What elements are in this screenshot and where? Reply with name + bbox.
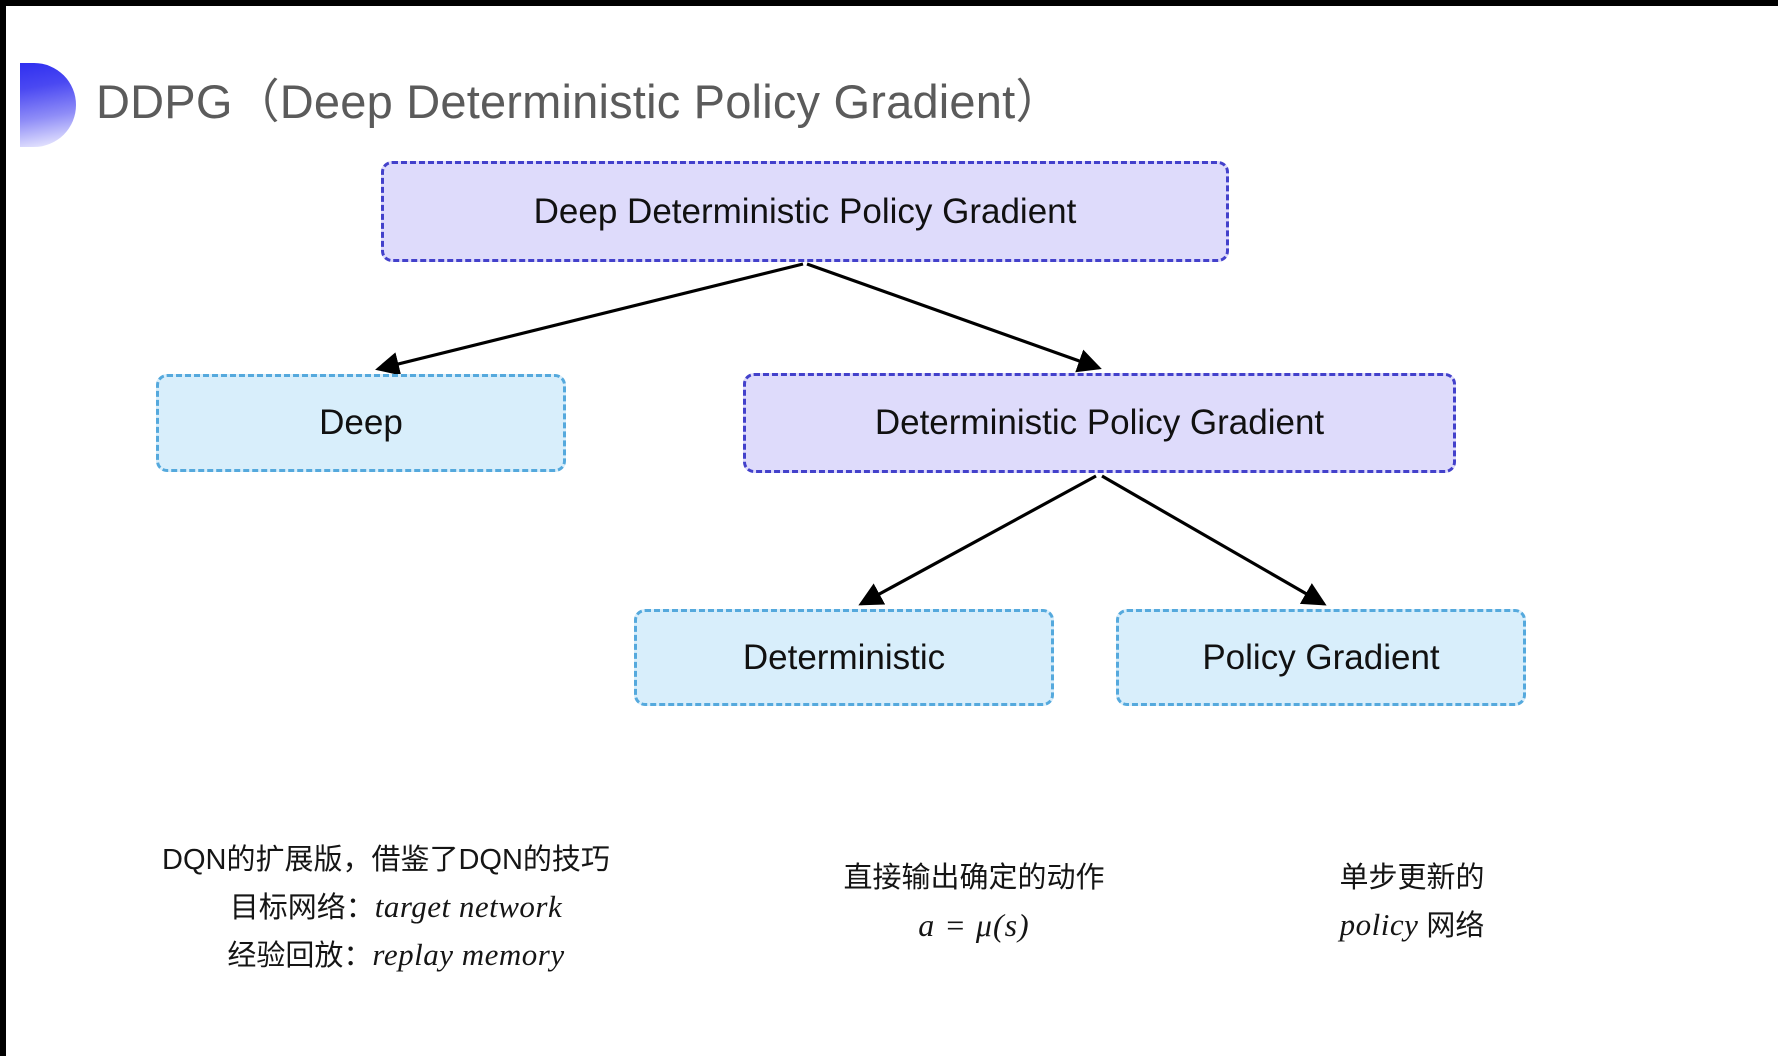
annotation-deep-line2: 目标网络：target network (126, 883, 646, 931)
node-deep-deterministic-policy-gradient[interactable]: Deep Deterministic Policy Gradient (381, 161, 1229, 262)
annotation-deep-line2-label: 目标网络： (229, 891, 375, 924)
annotation-policy-gradient-line1: 单步更新的 (1339, 862, 1485, 894)
annotation-deep-line3-label: 经验回放： (227, 939, 373, 972)
node-deep[interactable]: Deep (156, 374, 566, 472)
annotation-deep-line3-term: replay memory (372, 936, 565, 972)
annotation-policy-gradient: 单步更新的 policy 网络 (1202, 856, 1622, 949)
annotation-deep-line3: 经验回放：replay memory (126, 931, 646, 979)
annotation-deep: DQN的扩展版，借鉴了DQN的技巧 目标网络：target network 经验… (126, 838, 646, 979)
accent-semicircle-icon (20, 63, 76, 147)
annotation-policy-gradient-line2: policy 网络 (1202, 901, 1622, 949)
slide-canvas: DDPG（Deep Deterministic Policy Gradient）… (6, 6, 1778, 1056)
node-policy-gradient[interactable]: Policy Gradient (1116, 609, 1526, 706)
annotation-policy-gradient-tail: 网络 (1418, 909, 1485, 942)
annotation-deterministic: 直接输出确定的动作 a = μ(s) (724, 856, 1224, 951)
edge-root-dpg (806, 262, 1102, 373)
annotation-deep-line1: DQN的扩展版，借鉴了DQN的技巧 (162, 844, 610, 876)
annotation-deterministic-line1: 直接输出确定的动作 (843, 862, 1105, 894)
edge-dpg-deterministic (858, 474, 1097, 606)
node-deterministic-policy-gradient[interactable]: Deterministic Policy Gradient (743, 373, 1456, 473)
annotation-deterministic-formula: a = μ(s) (918, 906, 1030, 943)
edge-dpg-policy-gradient (1101, 474, 1327, 606)
annotation-policy-gradient-term: policy (1339, 906, 1419, 942)
page-title: DDPG（Deep Deterministic Policy Gradient） (96, 75, 1063, 128)
annotation-deep-line2-term: target network (374, 888, 563, 924)
edge-root-deep (375, 262, 804, 376)
node-deterministic[interactable]: Deterministic (634, 609, 1054, 706)
